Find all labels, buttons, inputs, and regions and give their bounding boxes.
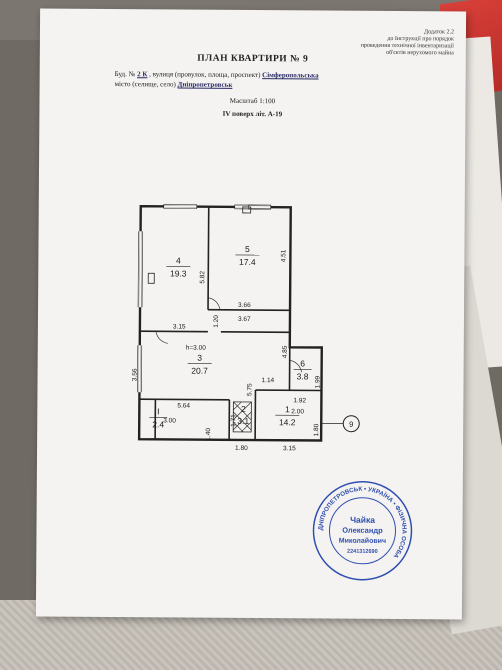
room-i-area: 2.4 xyxy=(152,419,164,429)
dim-4-85: 4.85 xyxy=(282,345,289,358)
stamp-name-1: Чайка xyxy=(350,515,375,525)
ceiling-height: h=3.00 xyxy=(186,345,206,352)
room-6-area: 3.8 xyxy=(297,371,309,381)
dim-1-92: 1.92 xyxy=(293,397,306,404)
room-3-area: 20.7 xyxy=(191,366,208,376)
stamp-name-2: Олександр xyxy=(342,526,383,535)
stamp-name-3: Миколайович xyxy=(339,537,386,545)
dim-3-66: 3.66 xyxy=(238,302,251,309)
room-5-area: 17.4 xyxy=(239,257,256,267)
dim-1-40: 1.40 xyxy=(205,428,212,441)
room-5-number: 5 xyxy=(245,244,250,254)
dim-5-64: 5.64 xyxy=(177,402,190,409)
room-2-number: 2 xyxy=(241,404,246,414)
dim-2-00: 2.00 xyxy=(291,408,304,415)
stamp-code: 2241312690 xyxy=(347,549,378,555)
dim-4-51: 4.51 xyxy=(280,249,287,262)
official-stamp: ДНІПРОПЕТРОВСЬК • УКРАЇНА • ФІЗИЧНА ОСОБ… xyxy=(312,481,413,581)
dim-3-00: 3.00 xyxy=(163,417,176,424)
dim-5-82: 5.82 xyxy=(199,271,206,284)
dim-3-67: 3.67 xyxy=(238,316,251,323)
floor-plan: 9 4 19.3 5 17.4 3 20.7 6 3.8 I 2.4 2 3.1… xyxy=(132,204,360,452)
room-2-area: 3.1 xyxy=(237,416,249,426)
room-1-area: 14.2 xyxy=(279,417,296,427)
room-1-number: 1 xyxy=(285,404,290,414)
dim-1-80-bottom: 1.80 xyxy=(235,445,248,452)
room-4-number: 4 xyxy=(176,255,181,265)
room-4-area: 19.3 xyxy=(170,268,187,278)
room-i-number: I xyxy=(157,406,159,416)
dim-5-75: 5.75 xyxy=(246,383,253,396)
dim-1-20: 1.20 xyxy=(213,315,220,328)
room-6-number: 6 xyxy=(300,358,305,368)
document-sheet: Додаток 2.2 до Інструкції про порядок пр… xyxy=(35,8,467,620)
dim-1-99: 1.99 xyxy=(314,375,321,388)
dim-3-15-top: 3.15 xyxy=(173,323,186,330)
dim-1-80-right: 1.80 xyxy=(313,423,320,436)
dim-3-56: 3.56 xyxy=(132,368,139,381)
dim-3-15-bottom: 3.15 xyxy=(283,445,296,452)
dim-1-71: 1.71 xyxy=(230,414,237,427)
room-3-number: 3 xyxy=(197,353,202,363)
apartment-marker: 9 xyxy=(349,420,353,429)
dim-1-14: 1.14 xyxy=(262,377,275,384)
